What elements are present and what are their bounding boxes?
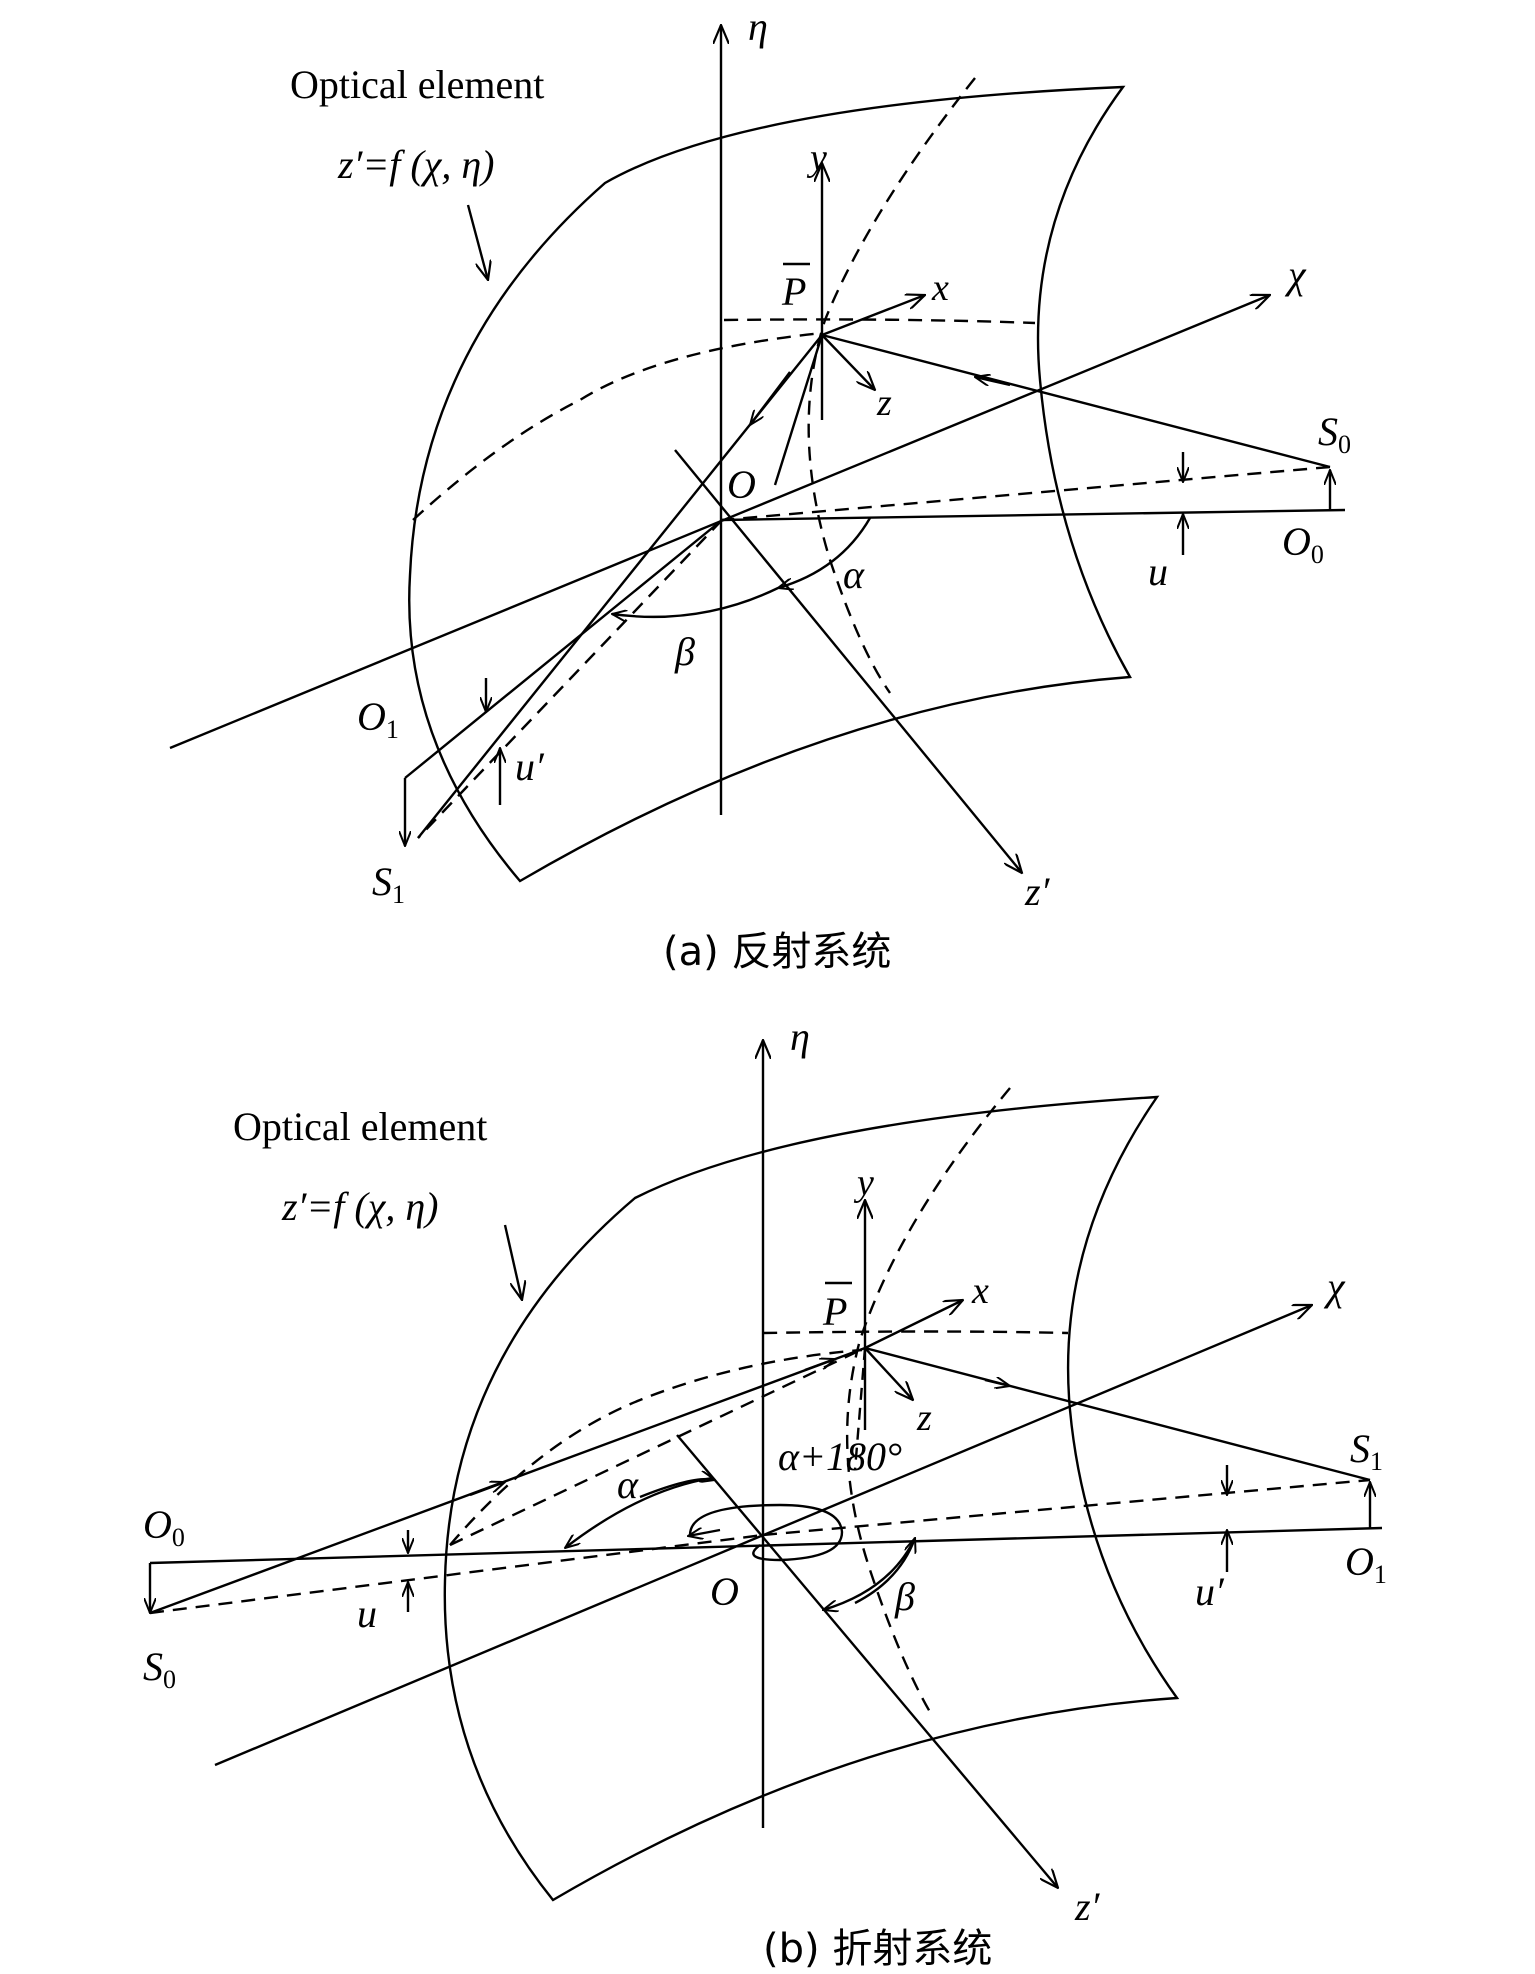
chi-label-b: χ — [1323, 1264, 1346, 1309]
panel-a — [169, 25, 1346, 883]
surface-curve-horizontal-top — [723, 318, 1036, 325]
caption-b: (b) 折射系统 — [763, 1926, 992, 1972]
beta-arc-a — [612, 586, 779, 617]
x-axis-local-b — [864, 1300, 963, 1350]
surface-curve-horizontal — [412, 331, 823, 521]
o-label-b: O — [710, 1569, 739, 1614]
optical-element-title-b: Optical element — [233, 1104, 487, 1149]
ray-s0-p — [821, 333, 1331, 469]
ray-s0-dashed — [721, 465, 1331, 522]
ray-o-s1-dashed-b — [762, 1478, 1371, 1537]
ray-o-s1-dashed — [417, 519, 723, 839]
panel-b — [149, 1040, 1383, 1902]
pointer-arrow-a — [466, 204, 488, 280]
o1-label-a: O1 — [357, 694, 399, 744]
ray-arrow-b3 — [984, 1380, 1010, 1386]
z-axis-local-b — [864, 1347, 913, 1400]
surface-function-a: z′=f (χ, η) — [337, 142, 495, 187]
u-label-a: u — [1148, 549, 1168, 594]
o1-label-b: O1 — [1345, 1539, 1387, 1589]
u-prime-label-b: u′ — [1195, 1569, 1225, 1614]
eta-label-a: η — [748, 4, 768, 49]
ray-s0-dashed-b — [149, 1533, 764, 1615]
chi-label-a: χ — [1284, 252, 1307, 297]
alpha-label-a: α — [843, 552, 865, 597]
o-label-a: O — [727, 462, 756, 507]
z-prime-axis-b — [676, 1434, 1058, 1888]
beta-label-a: β — [674, 629, 695, 674]
alpha-arc-b — [565, 1476, 713, 1548]
optical-surface-b — [443, 1095, 1180, 1902]
o0-label-a: O0 — [1282, 519, 1324, 569]
u-prime-label-a: u′ — [515, 744, 545, 789]
surface-curve-vertical — [807, 77, 976, 694]
pointer-arrow-b — [503, 1224, 522, 1300]
z-prime-axis-a — [674, 449, 1022, 873]
s0-label-b: S0 — [143, 1644, 176, 1694]
alpha-180-label-b: α+180° — [778, 1434, 902, 1479]
z-prime-label-a: z′ — [1024, 869, 1051, 914]
caption-a: (a) 反射系统 — [663, 929, 891, 975]
z-axis-local-a — [821, 334, 875, 390]
alpha-label-b: α — [617, 1462, 639, 1507]
baseline-o-o0 — [721, 508, 1346, 522]
o0-label-b: O0 — [143, 1502, 185, 1552]
normal-b — [853, 1347, 867, 1471]
surface-function-b: z′=f (χ, η) — [281, 1184, 439, 1229]
z-prime-label-b: z′ — [1074, 1884, 1101, 1929]
p-label-a: P — [781, 269, 806, 314]
ray-s0-dashed-b2 — [449, 1346, 866, 1547]
ray-s0-p-b — [149, 1346, 866, 1615]
surface-curve-horizontal-top-b — [762, 1330, 1069, 1335]
ray-p-s1-b — [864, 1346, 1371, 1482]
s1-label-a: S1 — [372, 859, 405, 909]
ray-o-o1 — [404, 519, 723, 779]
beta-label-b: β — [894, 1574, 915, 1619]
x-label-a: x — [931, 267, 949, 309]
x-axis-local-a — [821, 295, 925, 337]
alpha180-arrow — [688, 1530, 721, 1536]
ray-arrow-b1 — [469, 1482, 505, 1497]
eta-label-b: η — [790, 1014, 810, 1059]
panel-a-labels: Optical element z′=f (χ, η) η χ y x z P … — [290, 4, 1351, 975]
u-label-b: u — [357, 1591, 377, 1636]
y-label-b: y — [853, 1162, 874, 1204]
surface-curve-vertical-b — [845, 1087, 1011, 1713]
ray-arrow-a2 — [750, 371, 791, 425]
y-label-a: y — [806, 137, 827, 179]
z-label-b: z — [916, 1397, 932, 1439]
ray-arrow-mid-a — [975, 377, 1011, 385]
panel-b-labels: Optical element z′=f (χ, η) η χ y x z P … — [143, 1014, 1387, 1972]
alpha-arc-b2 — [639, 1479, 715, 1499]
s0-label-a: S0 — [1318, 409, 1351, 459]
optical-surface-a — [408, 85, 1132, 883]
alpha180-ellipse — [688, 1503, 844, 1562]
optical-element-title-a: Optical element — [290, 62, 544, 107]
p-label-b: P — [822, 1289, 847, 1334]
normal-a — [773, 334, 824, 486]
z-label-a: z — [876, 382, 892, 424]
alpha-arc-a — [778, 517, 872, 588]
baseline-o0-o1 — [149, 1526, 1383, 1565]
x-label-b: x — [971, 1270, 989, 1312]
s1-label-b: S1 — [1350, 1426, 1383, 1476]
beta-arc-b2 — [854, 1538, 915, 1605]
ray-arrow-b2 — [804, 1359, 835, 1372]
